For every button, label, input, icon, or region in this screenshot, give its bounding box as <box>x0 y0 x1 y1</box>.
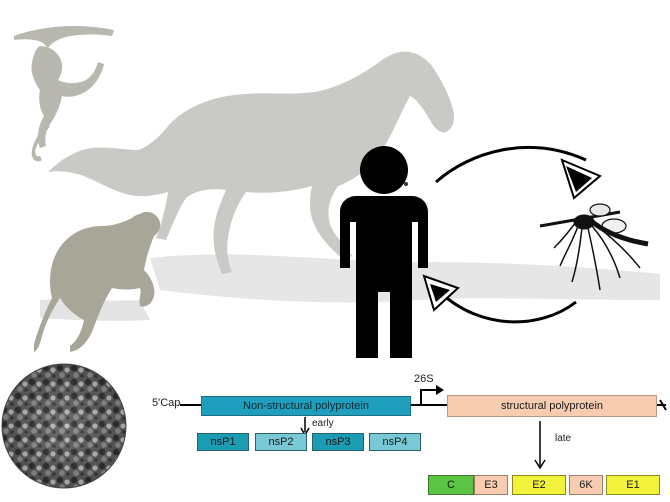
e1-box: E1 <box>606 475 660 495</box>
6k-box: 6K <box>569 475 603 495</box>
late-arrow <box>535 421 545 468</box>
nsp3-box: nsP3 <box>312 433 364 451</box>
early-label: early <box>312 418 334 429</box>
capsid-label: C <box>447 479 455 491</box>
subgenomic-promoter-arrow <box>421 385 444 405</box>
transmission-arrow-to-mosquito <box>436 147 600 198</box>
structural-polyprotein-box: structural polyprotein <box>447 395 657 417</box>
kangaroo-silhouette-icon <box>34 212 160 352</box>
nsp2-box: nsP2 <box>255 433 307 451</box>
monkey-silhouette-icon <box>14 26 114 161</box>
nsp3-label: nsP3 <box>325 436 350 448</box>
e1-label: E1 <box>626 479 639 491</box>
subgenomic-label: 26S <box>414 373 434 385</box>
e2-label: E2 <box>532 479 545 491</box>
nsp1-label: nsP1 <box>210 436 235 448</box>
virion-particle-icon <box>2 364 126 488</box>
late-label: late <box>555 433 571 444</box>
nsp1-box: nsP1 <box>197 433 249 451</box>
nsp2-label: nsP2 <box>268 436 293 448</box>
e3-box: E3 <box>474 475 508 495</box>
nsp4-label: nsP4 <box>382 436 407 448</box>
e2-box: E2 <box>512 475 566 495</box>
6k-label: 6K <box>579 479 592 491</box>
structural-polyprotein-label: structural polyprotein <box>501 400 603 412</box>
nonstructural-polyprotein-label: Non-structural polyprotein <box>243 400 369 412</box>
nsp4-box: nsP4 <box>369 433 421 451</box>
capsid-box: C <box>428 475 474 495</box>
cap-label: 5'Cap <box>152 397 180 409</box>
small-mosquito-dot <box>404 182 408 186</box>
e3-label: E3 <box>484 479 497 491</box>
nonstructural-polyprotein-box: Non-structural polyprotein <box>201 396 411 416</box>
